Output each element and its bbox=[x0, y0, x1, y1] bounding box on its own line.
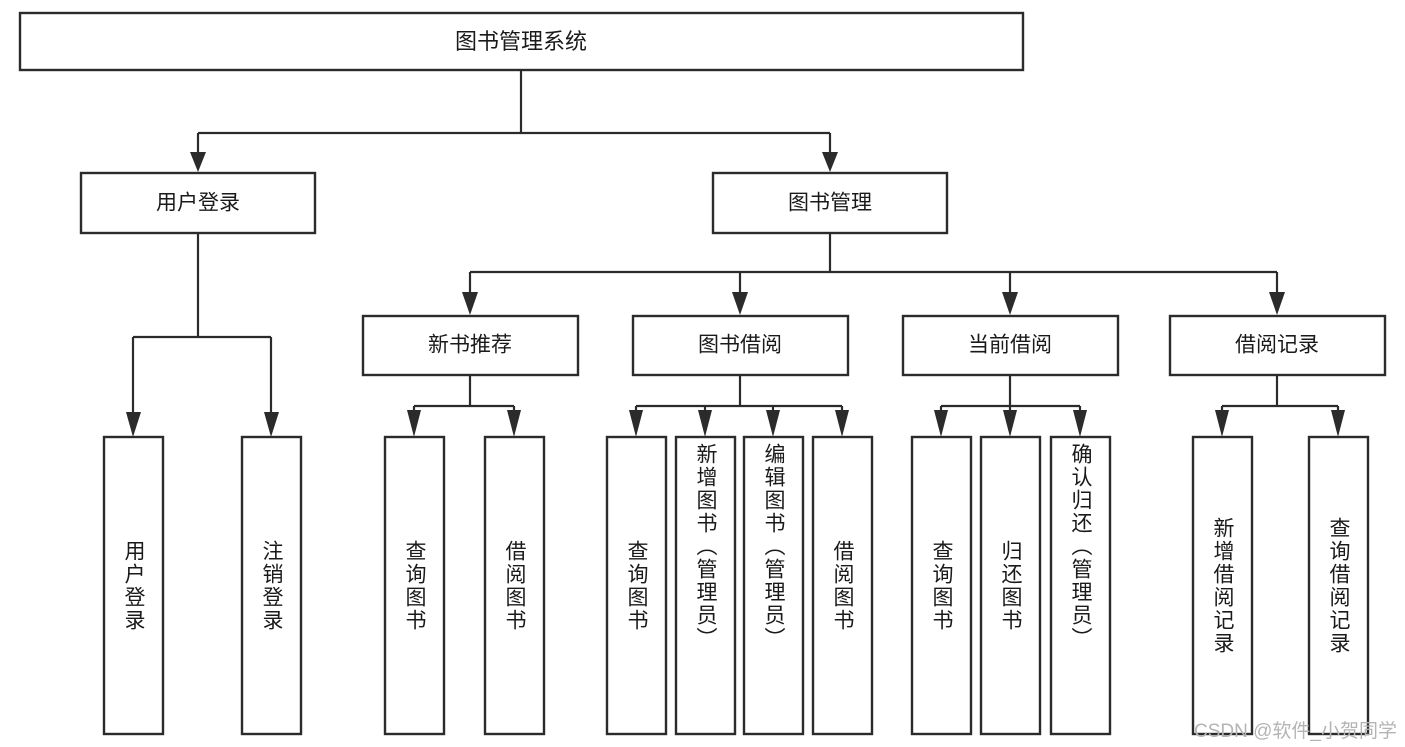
connector-group-book-borrow bbox=[629, 375, 849, 437]
node-borrow-record[interactable]: 借阅记录 bbox=[1168, 314, 1387, 377]
node-user-login-box[interactable] bbox=[79, 171, 317, 235]
leaf-box-query-record[interactable] bbox=[1307, 435, 1370, 736]
node-book-borrow-box[interactable] bbox=[631, 314, 850, 377]
node-current-borrow-label: 当前借阅 bbox=[968, 334, 1052, 357]
node-current-borrow[interactable]: 当前借阅 bbox=[901, 314, 1120, 377]
leaf-box-return-book[interactable] bbox=[979, 435, 1042, 736]
node-borrow-record-label: 借阅记录 bbox=[1235, 334, 1319, 357]
leaf-box-logout[interactable] bbox=[240, 435, 303, 736]
leaf-box-query-book-2[interactable] bbox=[605, 435, 668, 736]
leaf-box-borrow-book-1[interactable] bbox=[483, 435, 546, 736]
leaf-box-add-book[interactable] bbox=[674, 435, 737, 736]
node-book-manage-box[interactable] bbox=[711, 171, 949, 235]
arrow-head-leaf-add-record bbox=[1215, 410, 1229, 437]
node-user-login-label: 用户登录 bbox=[156, 192, 240, 215]
arrow-head-book-borrow bbox=[732, 292, 748, 315]
arrow-head-leaf-query-record bbox=[1331, 410, 1345, 437]
arrow-head-user-login bbox=[190, 152, 206, 172]
arrow-head-leaf-return-book bbox=[1003, 410, 1017, 437]
node-new-book-recommend[interactable]: 新书推荐 bbox=[361, 314, 580, 377]
node-book-borrow[interactable]: 图书借阅 bbox=[631, 314, 850, 377]
arrow-head-leaf-query-book-3 bbox=[934, 410, 948, 437]
node-current-borrow-box[interactable] bbox=[901, 314, 1120, 377]
arrow-head-leaf-user-login bbox=[126, 412, 141, 437]
leaf-box-confirm-return[interactable] bbox=[1049, 435, 1112, 736]
leaf-box-user-login[interactable] bbox=[102, 435, 165, 736]
node-user-login[interactable]: 用户登录 bbox=[79, 171, 317, 235]
arrow-head-leaf-logout bbox=[264, 412, 279, 437]
node-root-label: 图书管理系统 bbox=[455, 29, 587, 54]
arrow-head-leaf-confirm-return bbox=[1073, 410, 1087, 437]
arrow-head-leaf-query-book-1 bbox=[407, 410, 421, 437]
leaf-box-edit-book[interactable] bbox=[742, 435, 805, 736]
arrow-head-leaf-borrow-book-2 bbox=[835, 410, 849, 437]
node-book-manage[interactable]: 图书管理 bbox=[711, 171, 949, 235]
connector-group-new-book-recommend bbox=[407, 375, 521, 437]
node-book-manage-label: 图书管理 bbox=[788, 192, 872, 215]
arrow-head-leaf-add-book bbox=[698, 410, 712, 437]
connector-group-book-manage bbox=[462, 233, 1285, 315]
node-root[interactable]: 图书管理系统 bbox=[18, 11, 1025, 72]
leaf-box-query-book-1[interactable] bbox=[383, 435, 446, 736]
leaf-box-borrow-book-2[interactable] bbox=[811, 435, 874, 736]
connector-group-user-login bbox=[126, 233, 279, 437]
node-book-borrow-label: 图书借阅 bbox=[698, 334, 782, 357]
connector-group-current-borrow bbox=[934, 375, 1087, 437]
arrow-head-new-book-recommend bbox=[462, 292, 478, 315]
leaf-box-add-record[interactable] bbox=[1191, 435, 1254, 736]
csdn-watermark: CSDN @软件_小贺同学 bbox=[1194, 721, 1397, 742]
arrow-head-leaf-query-book-2 bbox=[629, 410, 643, 437]
node-new-book-recommend-label: 新书推荐 bbox=[428, 334, 512, 357]
connector-group-root bbox=[190, 70, 838, 172]
node-new-book-recommend-box[interactable] bbox=[361, 314, 580, 377]
arrow-head-borrow-record bbox=[1269, 292, 1285, 315]
arrow-head-leaf-borrow-book-1 bbox=[507, 410, 521, 437]
arrow-head-current-borrow bbox=[1002, 292, 1018, 315]
arrow-head-leaf-edit-book bbox=[766, 410, 780, 437]
node-root-box[interactable] bbox=[18, 11, 1025, 72]
leaf-box-query-book-3[interactable] bbox=[910, 435, 973, 736]
connector-group-borrow-record bbox=[1215, 375, 1345, 437]
arrow-head-book-manage bbox=[822, 152, 838, 172]
node-borrow-record-box[interactable] bbox=[1168, 314, 1387, 377]
